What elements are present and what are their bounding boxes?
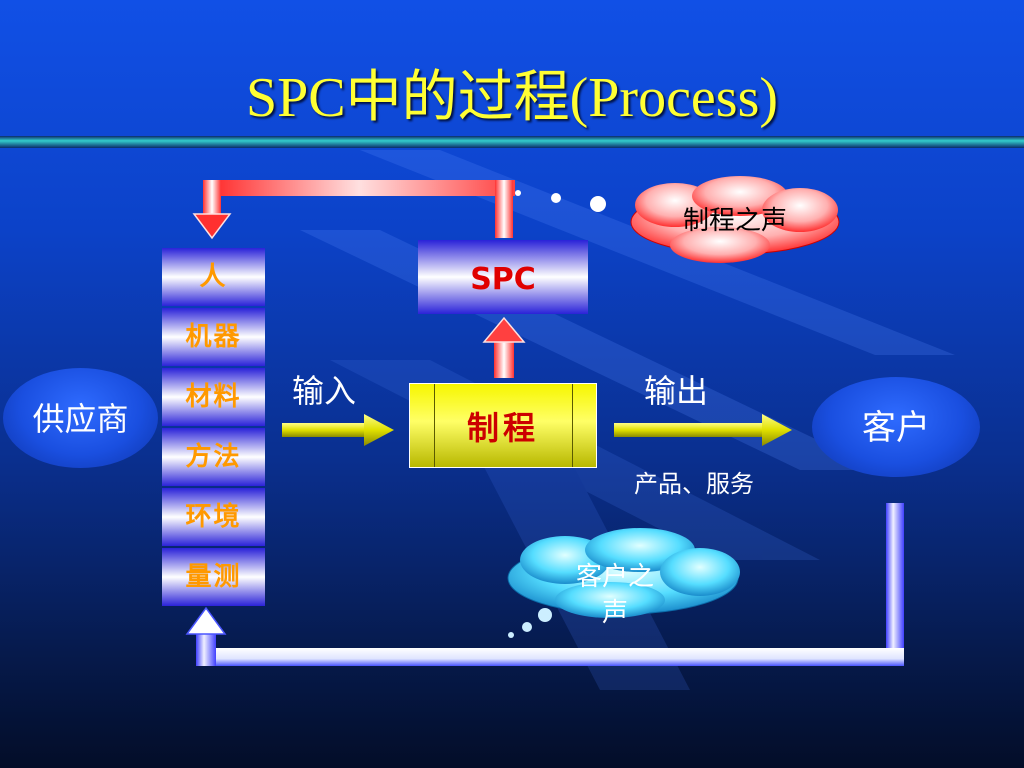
voice-of-customer-label-line2: 声 [601, 598, 628, 628]
supplier-node: 供应商 [3, 368, 158, 468]
factor-material: 材料 [162, 368, 265, 426]
input-arrow [282, 414, 394, 446]
page-title: SPC中的过程(Process) [245, 67, 779, 129]
output-label: 输出 [644, 372, 709, 410]
voice-of-process-label: 制程之声 [682, 206, 787, 236]
process-box-divider-right [572, 384, 573, 467]
process-to-spc-arrow [482, 316, 526, 378]
input-label: 输入 [292, 372, 357, 410]
spc-label: SPC [470, 262, 536, 297]
voice-of-process-cloud [630, 176, 840, 263]
supplier-label: 供应商 [32, 400, 129, 438]
customer-label: 客户 [862, 408, 930, 448]
output-arrow [614, 414, 792, 446]
process-box: 制程 [409, 383, 597, 468]
process-label: 制程 [466, 409, 539, 447]
customer-feedback-arrow [185, 503, 904, 666]
spc-box: SPC [418, 240, 588, 314]
process-box-divider-left [434, 384, 435, 467]
factor-machine: 机器 [162, 308, 265, 366]
factor-man: 人 [162, 248, 265, 306]
spc-feedback-arrow [192, 180, 515, 240]
process-factors-column: 人 机器 材料 方法 环境 量测 [162, 248, 265, 606]
factor-measurement: 量测 [162, 548, 265, 606]
voice-of-customer-cloud [507, 528, 740, 618]
title-divider [0, 136, 1024, 148]
factor-method: 方法 [162, 428, 265, 486]
voice-of-process-thought-dots [515, 190, 606, 212]
voice-of-customer-thought-dots [508, 608, 552, 638]
customer-node: 客户 [812, 377, 980, 477]
products-label: 产品、服务 [634, 470, 754, 498]
factor-environment: 环境 [162, 488, 265, 546]
voice-of-customer-label-line1: 客户之 [575, 562, 654, 592]
